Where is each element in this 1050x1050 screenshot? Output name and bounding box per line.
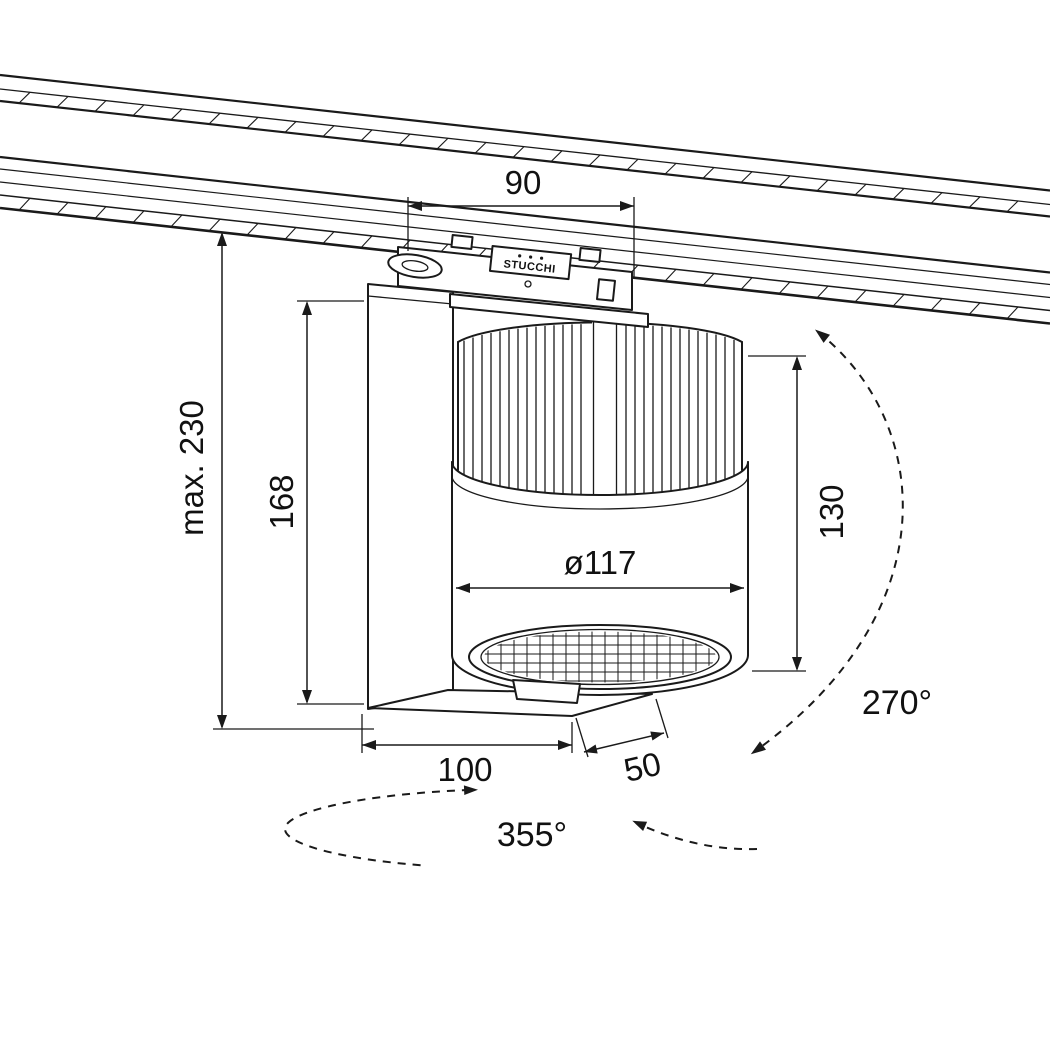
ceiling-track [0, 73, 1050, 325]
lens-assembly [468, 624, 732, 704]
bracket-top-edge-line [367, 295, 454, 305]
track-adapter: STUCCHI [387, 233, 633, 311]
lamp-body-band-arc [451, 475, 749, 510]
base-plate [367, 689, 653, 717]
brand-plate-dot [539, 256, 544, 260]
adapter-clip-left [450, 233, 474, 251]
pan-arrow-right [463, 785, 478, 795]
dimension-head-height: 130 [748, 355, 850, 672]
rotation-arc-270: 270° [750, 329, 932, 755]
mounting-plate-face [449, 293, 649, 328]
dimension-base-length: 100 [361, 714, 573, 788]
dim-label-130: 130 [813, 484, 850, 539]
rotation-arc-355: 355° [283, 785, 758, 867]
lens-retaining-tab [512, 679, 581, 704]
arrow-right [620, 201, 634, 211]
pan-arc-left-path [283, 788, 472, 867]
angle-label-270: 270° [862, 684, 932, 722]
dimension-max-height: max. 230 [173, 232, 374, 730]
arrow-left [408, 201, 422, 211]
track-profile-lines [0, 73, 1050, 325]
dim-label-168: 168 [263, 474, 300, 529]
dim-label-50: 50 [620, 745, 664, 789]
arrow-up [217, 232, 227, 246]
dim-label-max-230: max. 230 [173, 400, 210, 536]
dim-label-90: 90 [505, 164, 542, 201]
arrow-down [217, 715, 227, 729]
brand-plate-outline [488, 244, 573, 281]
bracket-front-face [367, 283, 454, 710]
tilt-arrow-top [815, 329, 830, 343]
brand-plate-dot [529, 255, 533, 259]
adapter-clip-right [578, 246, 602, 264]
heatsink-channel-gap [592, 306, 618, 452]
mounting-plate [449, 293, 649, 328]
arrow-right [730, 583, 744, 593]
brand-plate-dot [518, 254, 522, 258]
arrow-left [584, 744, 598, 754]
dimension-body-height: 168 [263, 300, 364, 705]
angle-label-355: 355° [497, 816, 567, 854]
tilt-arrow-bottom [750, 741, 766, 755]
base-plate-face [367, 689, 653, 717]
arrow-down [792, 657, 802, 671]
heatsink [457, 306, 743, 515]
dim-label-100: 100 [437, 751, 492, 788]
adapter-lock-lever [387, 253, 443, 279]
mounting-bracket [367, 283, 454, 710]
brand-label: STUCCHI [503, 258, 556, 275]
arrow-up [302, 301, 312, 315]
adapter-brand-plate: STUCCHI [488, 244, 573, 281]
arrow-right [558, 740, 572, 750]
arrow-left [362, 740, 376, 750]
lamp-body-top-rim-arc [451, 461, 749, 496]
adapter-screw [524, 280, 532, 288]
pan-arc-right-path [640, 824, 758, 851]
track-hatch-marks [18, 91, 1019, 320]
dimension-adapter-width: 90 [407, 164, 635, 277]
arrow-right [650, 731, 664, 741]
arrow-left [456, 583, 470, 593]
dim-label-diameter: ø117 [564, 544, 637, 581]
lamp-body-bottom-arc [451, 654, 749, 696]
adapter-end-detail [595, 278, 617, 302]
arrow-down [302, 690, 312, 704]
adapter-lock-lever-inner [401, 260, 429, 272]
tilt-arc-path [753, 331, 904, 753]
heatsink-fins [463, 324, 735, 497]
pan-arrow-left [632, 820, 648, 831]
dimension-head-diameter: ø117 [456, 544, 744, 593]
dimension-base-depth: 50 [575, 698, 669, 789]
arrow-up [792, 356, 802, 370]
